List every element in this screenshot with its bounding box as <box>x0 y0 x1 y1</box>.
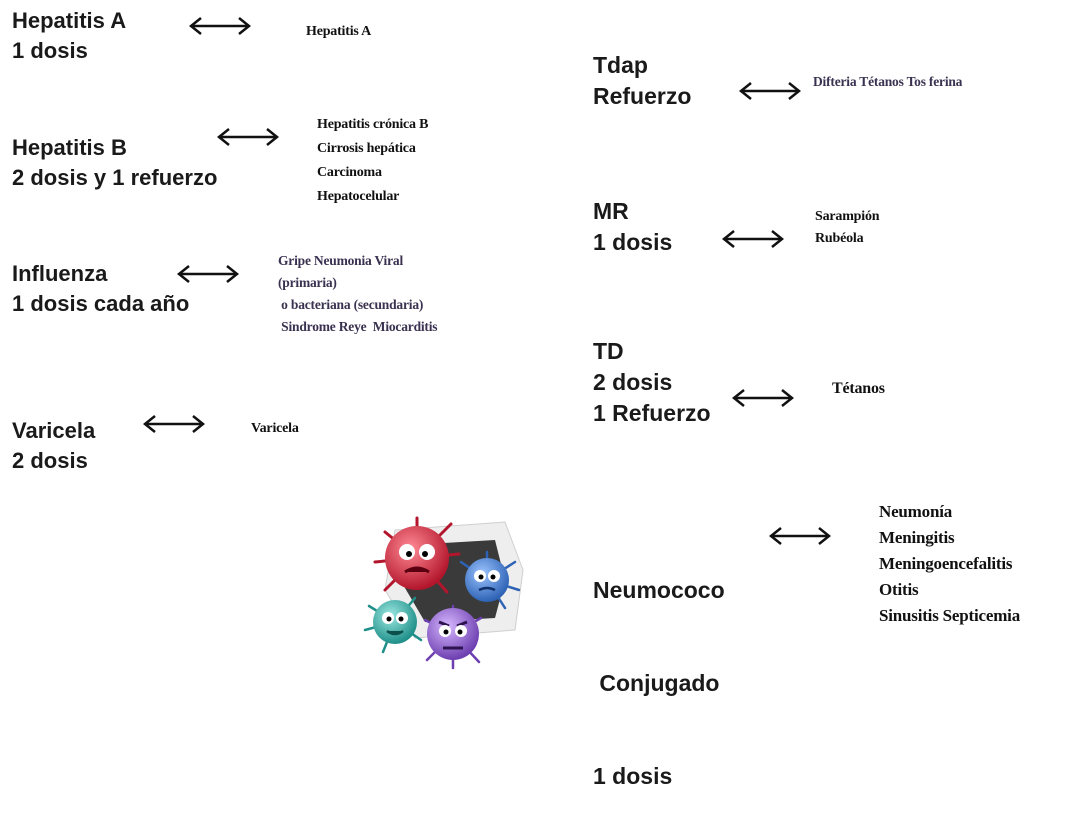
vaccine-dose: 1 dosis <box>593 229 673 255</box>
vaccine-dose: 1 dosis <box>12 38 88 63</box>
vaccine-name: Tdap <box>593 52 648 78</box>
vaccine-name: Influenza <box>12 261 108 286</box>
vaccine-influenza: Influenza 1 dosis cada año <box>12 259 189 319</box>
vaccine-dose: 2 dosis y 1 refuerzo <box>12 165 218 190</box>
vaccine-name: MR <box>593 198 629 224</box>
disease-item: Neumonía <box>879 502 953 521</box>
double-headed-arrow-icon <box>737 79 803 103</box>
disease-item: Sindrome Reye Miocarditis <box>278 319 438 334</box>
disease-item: Otitis <box>879 580 919 599</box>
disease-item: (primaria) <box>278 275 337 290</box>
double-headed-arrow-icon <box>767 524 833 548</box>
disease-item: Carcinoma <box>317 165 382 180</box>
disease-item: Meningitis <box>879 528 955 547</box>
diseases-influenza: Gripe Neumonia Viral (primaria) o bacter… <box>278 250 438 338</box>
vaccine-name: TD <box>593 338 624 364</box>
double-headed-arrow-icon <box>187 14 253 38</box>
vaccine-name: Neumococo <box>593 577 725 603</box>
vaccine-dose: 1 dosis cada año <box>12 291 190 316</box>
vaccine-tdap: Tdap Refuerzo <box>593 50 691 112</box>
double-headed-arrow-icon <box>720 227 786 251</box>
double-headed-arrow-icon <box>215 125 281 149</box>
vaccine-hepatitis-b: Hepatitis B 2 dosis y 1 refuerzo <box>12 133 217 193</box>
disease-item: Sarampión <box>815 209 880 224</box>
disease-item: Varicela <box>251 421 299 436</box>
disease-item: Hepatocelular <box>317 189 400 204</box>
disease-item: Gripe Neumonia Viral <box>278 253 403 268</box>
vaccine-hepatitis-a: Hepatitis A 1 dosis <box>12 6 126 66</box>
double-headed-arrow-icon <box>141 412 207 436</box>
diseases-tdap: Difteria Tétanos Tos ferina <box>813 71 962 93</box>
diseases-hepatitis-b: Hepatitis crónica B Cirrosis hepática Ca… <box>317 113 428 209</box>
vaccine-dose: 1 dosis <box>593 763 673 789</box>
diseases-mr: Sarampión Rubéola <box>815 206 880 250</box>
disease-item: Rubéola <box>815 231 864 246</box>
vaccine-mr: MR 1 dosis <box>593 196 672 258</box>
disease-item: Difteria Tétanos Tos ferina <box>813 74 963 89</box>
vaccine-dose: Refuerzo <box>593 83 692 109</box>
disease-item: Meningoencefalitis <box>879 554 1013 573</box>
vaccine-name: Varicela <box>12 418 96 443</box>
double-headed-arrow-icon <box>730 386 796 410</box>
vaccine-booster: 1 Refuerzo <box>593 400 711 426</box>
vaccine-name: Hepatitis B <box>12 135 127 160</box>
disease-item: Cirrosis hepática <box>317 141 416 156</box>
double-headed-arrow-icon <box>175 262 241 286</box>
cartoon-viruses-illustration <box>355 510 535 675</box>
vaccine-varicela: Varicela 2 dosis <box>12 416 95 476</box>
disease-item: o bacteriana (secundaria) <box>278 297 424 312</box>
vaccine-name: Hepatitis A <box>12 8 127 33</box>
disease-item: Sinusitis Septicemia <box>879 606 1020 625</box>
vaccine-td: TD 2 dosis 1 Refuerzo <box>593 336 711 429</box>
disease-item: Hepatitis crónica B <box>317 117 429 132</box>
diseases-hepatitis-a: Hepatitis A <box>306 21 371 43</box>
disease-item: Tétanos <box>832 380 885 397</box>
diseases-varicela: Varicela <box>251 418 299 440</box>
vaccine-dose: 2 dosis <box>593 369 673 395</box>
vaccine-neumococo: Neumococo Conjugado 1 dosis <box>593 513 725 823</box>
diseases-td: Tétanos <box>832 378 885 400</box>
disease-item: Hepatitis A <box>306 24 372 39</box>
diseases-neumococo: Neumonía Meningitis Meningoencefalitis O… <box>879 499 1020 629</box>
vaccine-dose: 2 dosis <box>12 448 88 473</box>
